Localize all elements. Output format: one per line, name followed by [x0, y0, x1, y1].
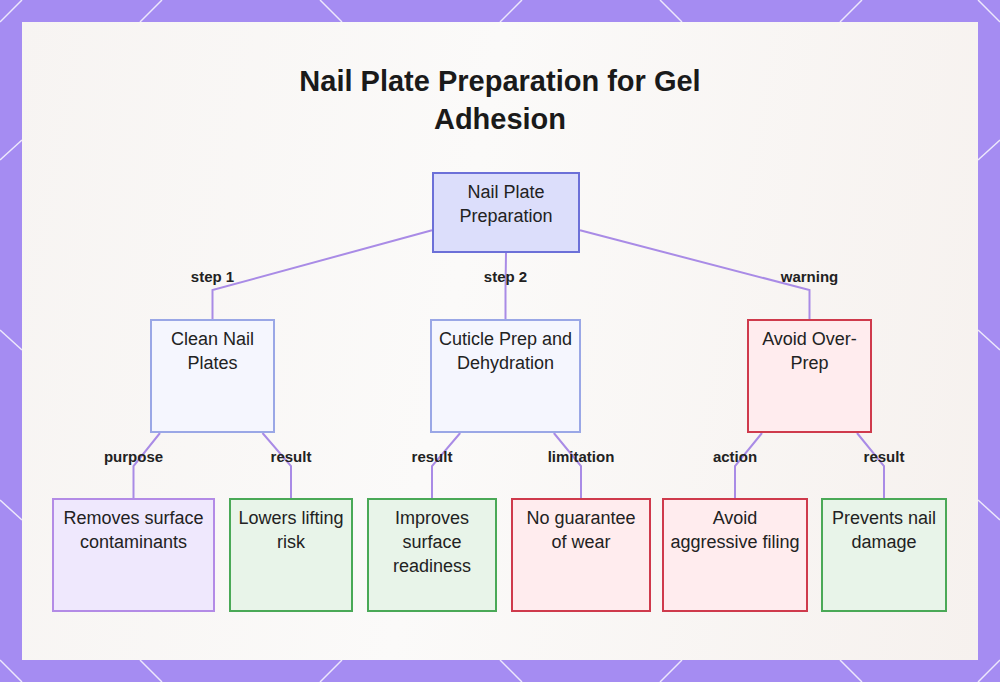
- node-text: No guarantee of wear: [519, 506, 643, 554]
- node-text: Prevents nail damage: [829, 506, 939, 554]
- edge-label: result: [271, 448, 312, 466]
- connector-line: [213, 230, 433, 319]
- limitation-box: No guarantee of wear: [511, 498, 651, 612]
- connector-line: [554, 433, 581, 498]
- node-text: Avoid Over-Prep: [755, 327, 864, 375]
- result-box: Lowers lifting risk: [229, 498, 353, 612]
- result-box: Improves surface readiness: [367, 498, 497, 612]
- connector-line: [432, 433, 460, 498]
- edge-label: purpose: [104, 448, 163, 466]
- edge-label: warning: [781, 268, 839, 286]
- node-text: Removes surface contaminants: [60, 506, 207, 554]
- node-text: Clean Nail Plates: [158, 327, 267, 375]
- connector-line: [134, 433, 161, 498]
- root-box: Nail Plate Preparation: [432, 172, 580, 253]
- node-text: Cuticle Prep and Dehydration: [438, 327, 573, 375]
- node-text: Avoid aggressive filing: [670, 506, 800, 554]
- edge-label: result: [412, 448, 453, 466]
- connector-line: [735, 433, 762, 498]
- edge-label: limitation: [548, 448, 615, 466]
- connector-line: [263, 433, 292, 498]
- diagram-title: Nail Plate Preparation for Gel Adhesion: [270, 62, 730, 138]
- edge-label: result: [864, 448, 905, 466]
- edge-label: step 2: [484, 268, 527, 286]
- edge-label: step 1: [191, 268, 234, 286]
- connector-line: [580, 230, 810, 319]
- step-box: Cuticle Prep and Dehydration: [430, 319, 581, 433]
- connector-line: [505, 253, 508, 319]
- step-box: Clean Nail Plates: [150, 319, 275, 433]
- node-text: Lowers lifting risk: [237, 506, 345, 554]
- purpose-box: Removes surface contaminants: [52, 498, 215, 612]
- edge-label: action: [713, 448, 757, 466]
- result-box: Prevents nail damage: [821, 498, 947, 612]
- warning-box: Avoid Over-Prep: [747, 319, 872, 433]
- action-box: Avoid aggressive filing: [662, 498, 808, 612]
- connector-line: [857, 433, 884, 498]
- node-text: Improves surface readiness: [375, 506, 489, 578]
- node-text: Nail Plate Preparation: [440, 180, 572, 228]
